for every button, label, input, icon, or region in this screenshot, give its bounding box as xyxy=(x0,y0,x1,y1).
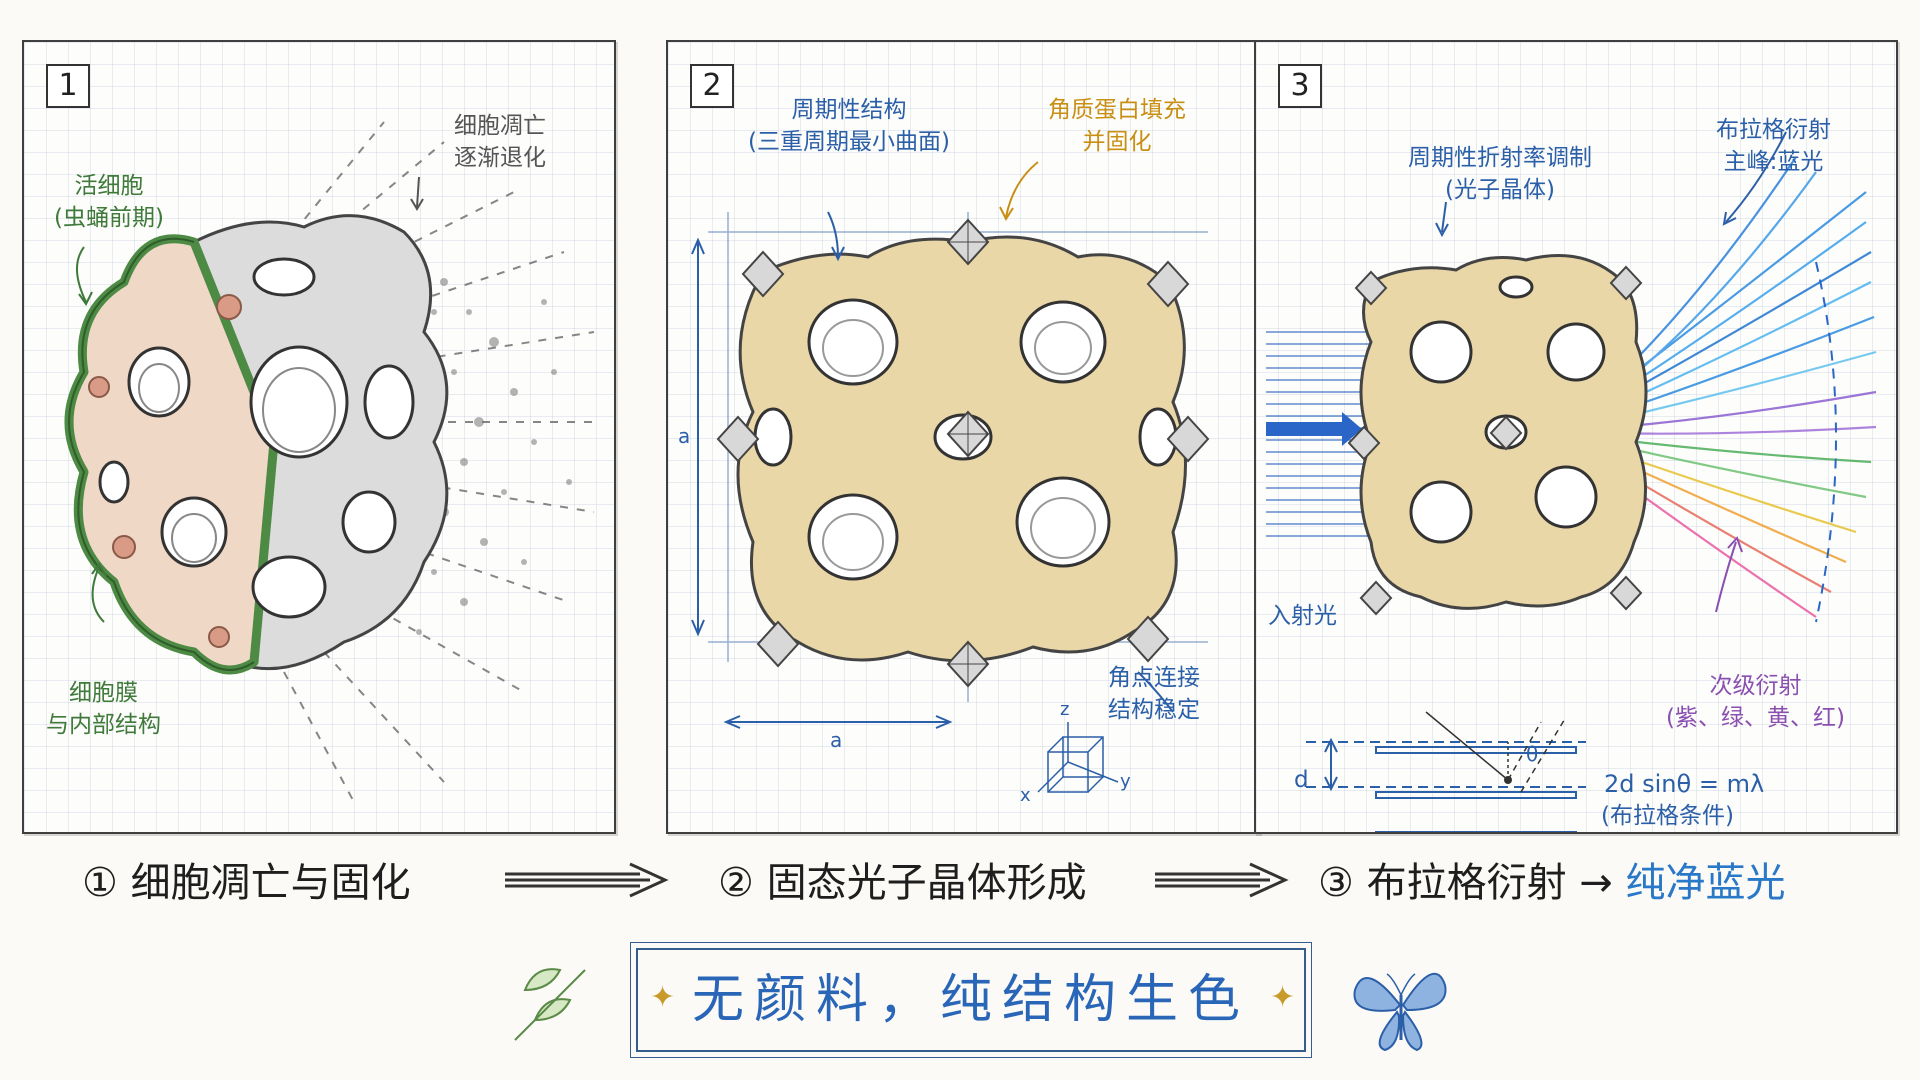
photonic-crystal-illustration xyxy=(691,161,1210,793)
secondary-diffraction-label: 次级衍射(紫、绿、黄、红) xyxy=(1666,673,1845,731)
axis-z-label: z xyxy=(1060,699,1070,720)
bragg-formula: 2d sinθ = mλ xyxy=(1604,770,1765,798)
caption-step3-highlight: 纯净蓝光 xyxy=(1625,860,1786,906)
leaf-icon xyxy=(514,968,586,1041)
incident-light-label: 入射光 xyxy=(1268,603,1337,629)
bragg-condition-note: (布拉格条件) xyxy=(1601,803,1734,829)
live-cell-label: 活细胞(虫蛹前期) xyxy=(54,173,164,231)
refractive-modulation-label: 周期性折射率调制(光子晶体) xyxy=(1408,145,1592,203)
panel-number: 3 xyxy=(1278,64,1322,108)
bragg-diffraction-illustration xyxy=(1266,131,1877,832)
panel-bragg-diffraction: 3 xyxy=(1254,40,1898,834)
bragg-main-peak-label: 布拉格衍射主峰:蓝光 xyxy=(1716,117,1831,175)
cell-structure-illustration xyxy=(64,121,599,803)
axis-y-label: y xyxy=(1120,771,1131,792)
theta-label: θ xyxy=(1526,742,1539,766)
dimension-a-vertical: a xyxy=(678,424,691,448)
layer-spacing-label: d xyxy=(1294,767,1309,793)
panel-number: 2 xyxy=(690,64,734,108)
motto-banner: 无颜料，纯结构生色 xyxy=(630,942,1312,1058)
flow-arrow-icon xyxy=(1155,862,1289,898)
caption-step2: ② 固态光子晶体形成 xyxy=(718,860,1087,906)
keratin-fill-label: 角质蛋白填充并固化 xyxy=(1048,97,1186,155)
caption-step3-prefix: ③ 布拉格衍射 → xyxy=(1318,860,1613,906)
sparkle-icon: ✦ xyxy=(650,980,676,1015)
flow-arrow-icon xyxy=(505,862,669,898)
caption-step3: ③ 布拉格衍射 → 纯净蓝光 xyxy=(1318,850,1786,908)
panel-cell-apoptosis: 1 xyxy=(22,40,616,834)
axis-x-label: x xyxy=(1020,785,1031,806)
butterfly-icon xyxy=(1353,972,1447,1052)
sparkle-icon: ✦ xyxy=(1270,980,1296,1015)
apoptosis-label: 细胞凋亡逐渐退化 xyxy=(454,113,546,171)
panel-photonic-crystal: 2 xyxy=(666,40,1260,834)
caption-step1: ① 细胞凋亡与固化 xyxy=(82,860,411,906)
corner-connection-label: 角点连接结构稳定 xyxy=(1108,665,1200,723)
dimension-a-horizontal: a xyxy=(830,728,843,752)
periodic-structure-label: 周期性结构(三重周期最小曲面) xyxy=(748,97,950,155)
panel-number: 1 xyxy=(46,64,90,108)
membrane-label: 细胞膜与内部结构 xyxy=(46,680,161,738)
